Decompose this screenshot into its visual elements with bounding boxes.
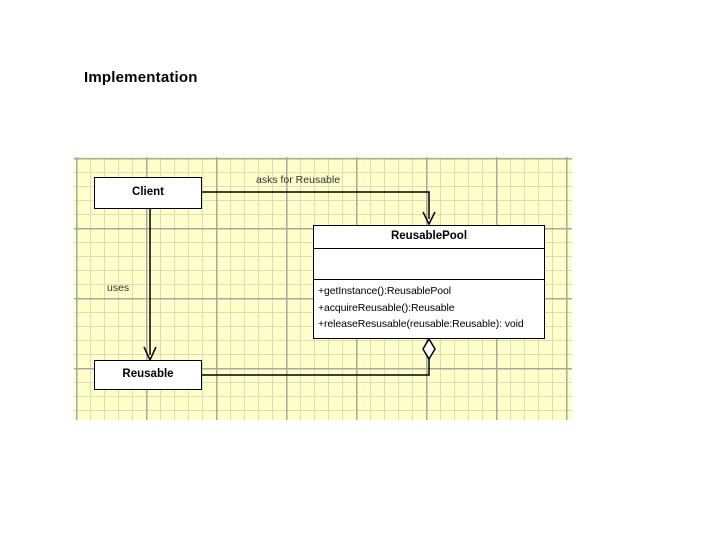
- uml-operations-compartment: +getInstance():ReusablePool +acquireReus…: [314, 280, 544, 338]
- connector-client-to-reusable: [143, 209, 157, 362]
- uml-class-reusable[interactable]: Reusable: [94, 360, 202, 390]
- uml-diagram-canvas: Client ReusablePool +getInstance():Reusa…: [74, 157, 572, 420]
- connector-label-asks-for-reusable: asks for Reusable: [256, 174, 341, 186]
- uml-operation-row: +releaseResusable(reusable:Reusable): vo…: [318, 316, 541, 333]
- uml-operation-text-get-instance: +getInstance():ReusablePool: [318, 285, 452, 297]
- uml-class-name-reusablepool: ReusablePool: [390, 230, 468, 243]
- page-title: Implementation: [84, 69, 198, 86]
- connector-reusablepool-to-reusable: [202, 337, 436, 376]
- uml-operation-text-release-reusable: +releaseResusable(reusable:Reusable): vo…: [318, 318, 524, 330]
- uml-attributes-compartment: [314, 249, 544, 280]
- uml-class-reusablepool[interactable]: ReusablePool +getInstance():ReusablePool…: [313, 225, 545, 339]
- uml-operation-row: +getInstance():ReusablePool: [318, 283, 541, 300]
- uml-operation-row: +acquireReusable():Reusable: [318, 300, 541, 317]
- connector-label-uses: uses: [107, 282, 130, 294]
- uml-operation-text-acquire-reusable: +acquireReusable():Reusable: [318, 301, 455, 314]
- connector-client-to-reusablepool: [202, 191, 436, 226]
- connector-layer: [143, 191, 436, 376]
- uml-class-name-reusable: Reusable: [122, 368, 174, 381]
- uml-class-client[interactable]: Client: [94, 177, 202, 209]
- uml-name-compartment: ReusablePool: [314, 226, 544, 249]
- uml-class-name-client: Client: [132, 186, 164, 199]
